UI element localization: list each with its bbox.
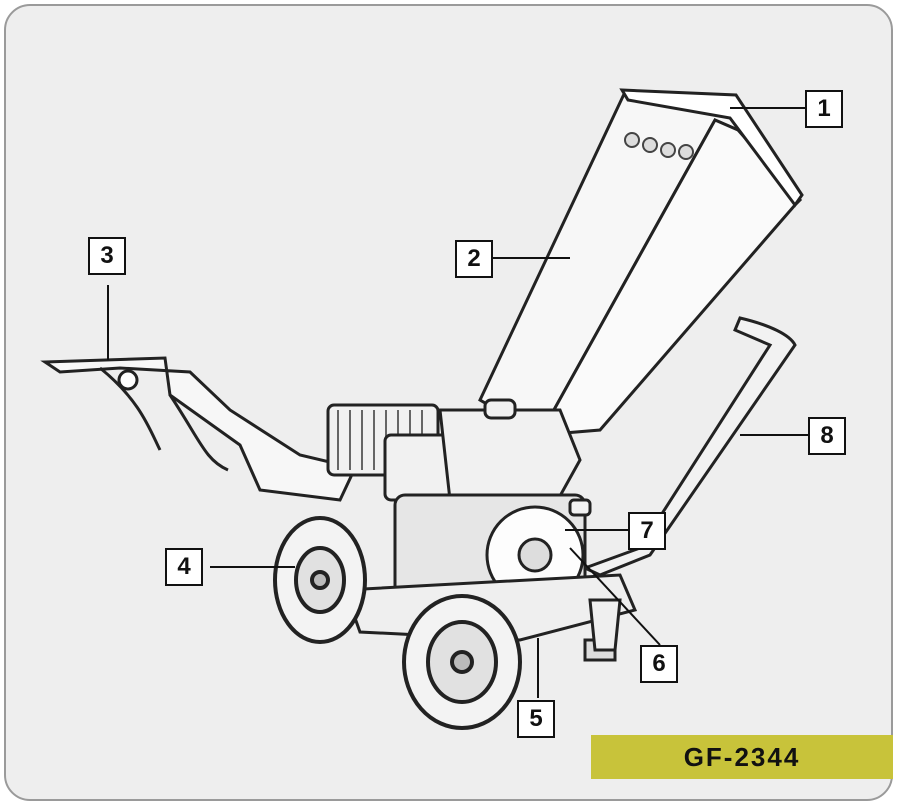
callout-7: 7 — [628, 512, 666, 550]
leader-lines — [107, 107, 808, 698]
hopper-warning-stickers — [624, 132, 694, 160]
left-wheel — [273, 516, 367, 644]
callout-2: 2 — [455, 240, 493, 278]
callout-8: 8 — [808, 417, 846, 455]
right-wheel — [402, 594, 522, 730]
model-badge: GF-2344 — [591, 735, 893, 779]
discharge-chute — [40, 356, 358, 502]
hopper-rim — [619, 88, 804, 208]
chute-adjust-knob — [117, 369, 139, 391]
callout-3: 3 — [88, 237, 126, 275]
callout-4: 4 — [165, 548, 203, 586]
callout-6: 6 — [640, 645, 678, 683]
callout-5: 5 — [517, 700, 555, 738]
callout-1: 1 — [805, 90, 843, 128]
engine — [326, 398, 592, 605]
